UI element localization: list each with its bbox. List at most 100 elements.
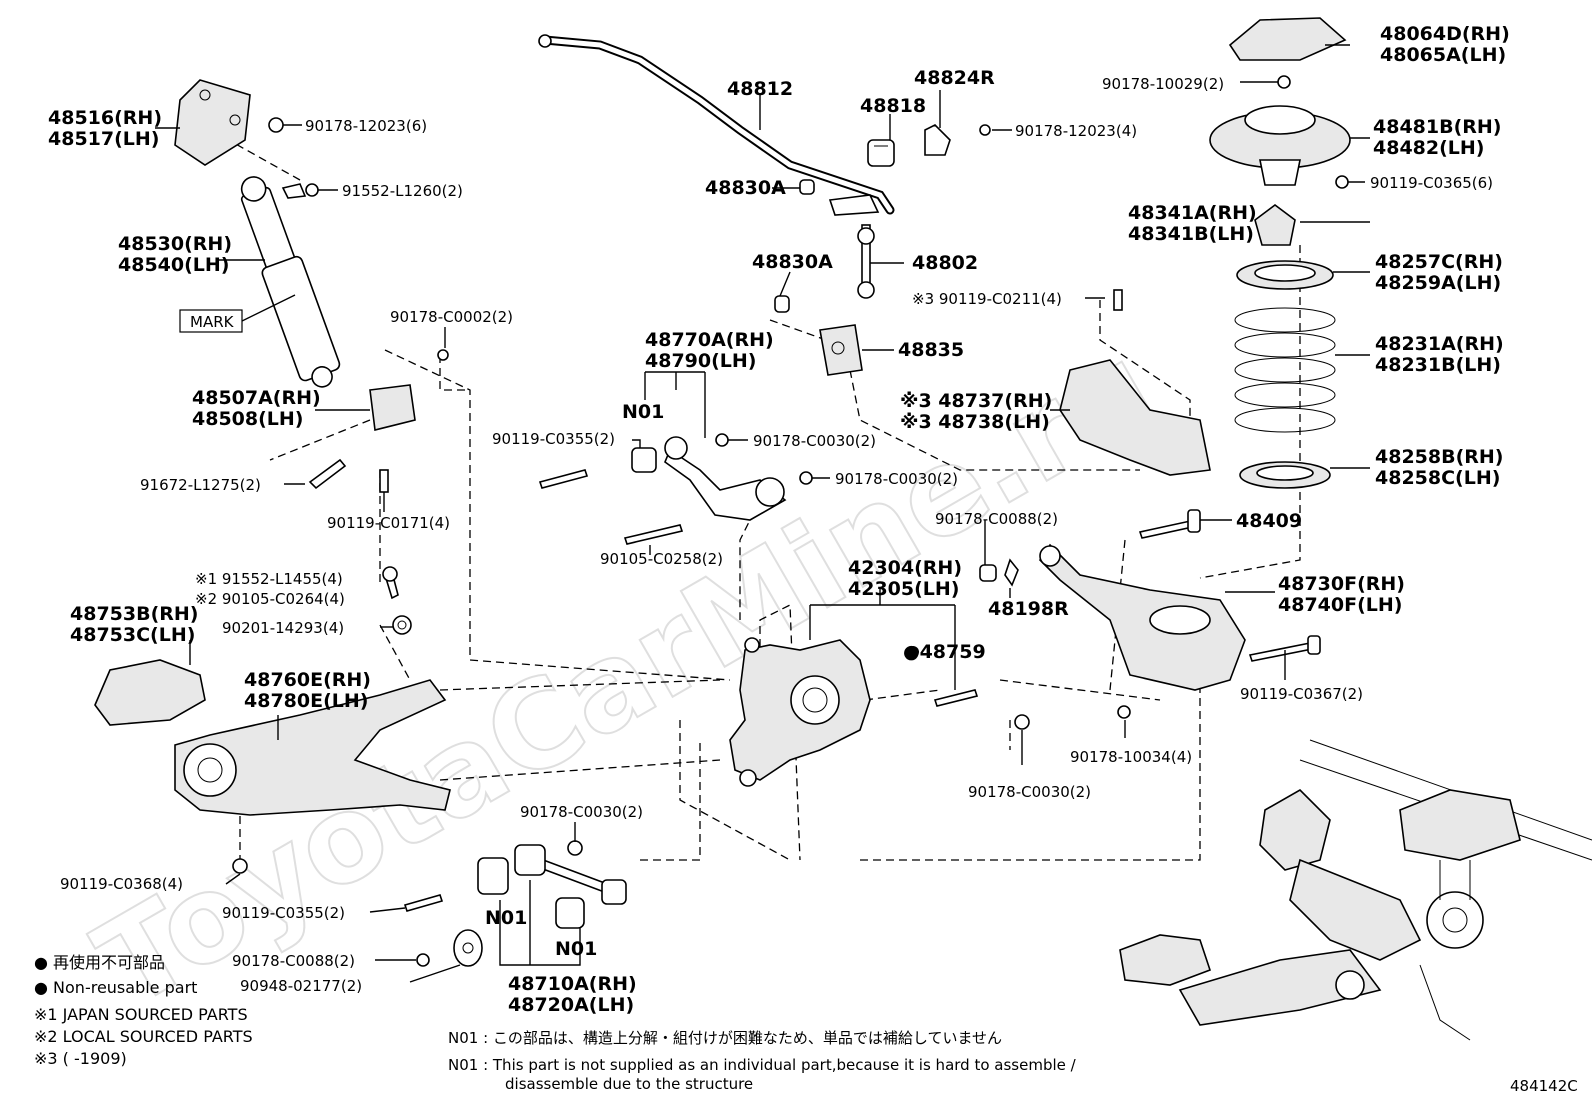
label-48710A: 48710A(RH) [508,973,637,995]
label-48231B: 48231B(LH) [1375,354,1501,376]
stabilizer-bushing-48818 [867,139,895,167]
label-48802: 48802 [912,252,978,274]
upper-mount-48481B [1209,105,1351,189]
footnote-n01-en-2: disassemble due to the structure [505,1075,753,1093]
label-48812: 48812 [727,78,793,100]
label-48737: ※3 48737(RH) [900,390,1052,412]
label-48516: 48516(RH) [48,107,162,129]
label-90105-C0264: ※2 90105-C0264(4) [195,590,345,608]
stabilizer-bar-48812 [538,34,895,216]
label-91552-L1455: ※1 91552-L1455(4) [195,570,343,588]
label-90105-C0258: 90105-C0258(2) [600,550,723,568]
trailing-arm-48760E [174,679,451,874]
label-90201-14293: 90201-14293(4) [222,619,344,637]
legend-note2: ※2 LOCAL SOURCED PARTS [34,1027,253,1046]
label-48341B: 48341B(LH) [1128,223,1254,245]
label-48753B: 48753B(RH) [70,603,198,625]
label-48530: 48530(RH) [118,233,232,255]
coil-spring-48231A [1234,307,1336,433]
label-90178-C0088-b: 90178-C0088(2) [232,952,355,970]
bump-stop-48341A [1254,204,1296,246]
legend-nonreusable-en: ● Non-reusable part [34,978,197,997]
label-90119-C0368: 90119-C0368(4) [60,875,183,893]
label-90178-12023-6: 90178-12023(6) [305,117,427,135]
bushing-48830A [774,179,815,313]
bolt-48409 [1138,509,1201,539]
bolts-left-middle [382,566,412,635]
label-91672-L1275: 91672-L1275(2) [140,476,261,494]
label-48482: 48482(LH) [1373,137,1484,159]
stabilizer-link-48802 [857,224,875,299]
label-90119-C0355-b: 90119-C0355(2) [222,904,345,922]
label-mark: MARK [190,313,235,331]
assembled-suspension-view [1119,739,1592,1041]
label-48257C: 48257C(RH) [1375,251,1503,273]
label-48738: ※3 48738(LH) [900,411,1050,433]
label-90119-C0211: ※3 90119-C0211(4) [912,290,1062,308]
bolts-right [1014,635,1321,730]
label-48759: ●48759 [903,641,986,663]
legend-note1: ※1 JAPAN SOURCED PARTS [34,1005,248,1024]
label-48730F: 48730F(RH) [1278,573,1405,595]
bolts-bottom-left [403,894,483,967]
diagram-id: 484142C [1510,1077,1578,1095]
label-48065A: 48065A(LH) [1380,44,1506,66]
part-labels: 48516(RH) 48517(LH) 90178-12023(6) 91552… [48,23,1510,1016]
label-48720A: 48720A(LH) [508,994,634,1016]
label-48830A-2: 48830A [752,251,833,273]
label-91552-L1260: 91552-L1260(2) [342,182,463,200]
label-90119-C0365: 90119-C0365(6) [1370,174,1493,192]
label-42304: 42304(RH) [848,557,962,579]
label-48064D: 48064D(RH) [1380,23,1510,45]
label-n01-link-b: N01 [555,938,597,960]
label-90178-10034: 90178-10034(4) [1070,748,1192,766]
label-90119-C0355-a: 90119-C0355(2) [492,430,615,448]
label-48508: 48508(LH) [192,408,303,430]
label-48409: 48409 [1236,510,1302,532]
label-90178-C0030-d: 90178-C0030(2) [520,803,643,821]
label-48818: 48818 [860,95,926,117]
label-48760E: 48760E(RH) [244,669,371,691]
leader-lines [155,44,1370,983]
label-n01-upper: N01 [622,401,664,423]
legend-note3: ※3 ( -1909) [34,1049,127,1068]
label-n01-link-a: N01 [485,907,527,929]
label-48341A: 48341A(RH) [1128,202,1257,224]
label-48507A: 48507A(RH) [192,387,321,409]
legend-nonreusable-jp: ● 再使用不可部品 [34,953,165,972]
legend: ● 再使用不可部品 ● Non-reusable part ※1 JAPAN S… [34,953,253,1068]
label-48540: 48540(LH) [118,254,229,276]
spring-insulator-48257C [1236,260,1334,290]
footnote-n01-jp: N01 : この部品は、構造上分解・組付けが困難なため、単品では補給していません [448,1029,1002,1047]
shock-mount-48516 [174,79,284,166]
label-42305: 42305(LH) [848,578,959,600]
label-90178-C0002: 90178-C0002(2) [390,308,513,326]
label-48481B: 48481B(RH) [1373,116,1501,138]
label-90178-C0030-c: 90178-C0030(2) [968,783,1091,801]
bracket-48835 [819,324,863,376]
label-48770A: 48770A(RH) [645,329,774,351]
label-48517: 48517(LH) [48,128,159,150]
label-48231A: 48231A(RH) [1375,333,1504,355]
bracket-48507A [308,349,449,493]
lower-link-48710A [477,840,627,929]
label-90178-12023-4: 90178-12023(4) [1015,122,1137,140]
label-48780E: 48780E(LH) [244,690,368,712]
label-48198R: 48198R [988,598,1069,620]
label-48830A-1: 48830A [705,177,786,199]
label-48753C: 48753C(LH) [70,624,195,646]
knuckle-42304 [729,637,979,787]
footnotes: N01 : この部品は、構造上分解・組付けが困難なため、単品では補給していません… [448,1029,1077,1093]
footnote-n01-en-1: N01 : This part is not supplied as an in… [448,1056,1077,1074]
upper-arm-48770A [538,433,813,545]
shock-absorber-48530 [240,176,341,388]
upper-support-48064D [1228,17,1347,89]
label-90119-C0171: 90119-C0171(4) [327,514,450,532]
cover-48753B [94,659,206,726]
label-48740F: 48740F(LH) [1278,594,1402,616]
stabilizer-bracket-48824R [924,124,991,156]
label-90178-C0030-a: 90178-C0030(2) [753,432,876,450]
label-90119-C0367: 90119-C0367(2) [1240,685,1363,703]
